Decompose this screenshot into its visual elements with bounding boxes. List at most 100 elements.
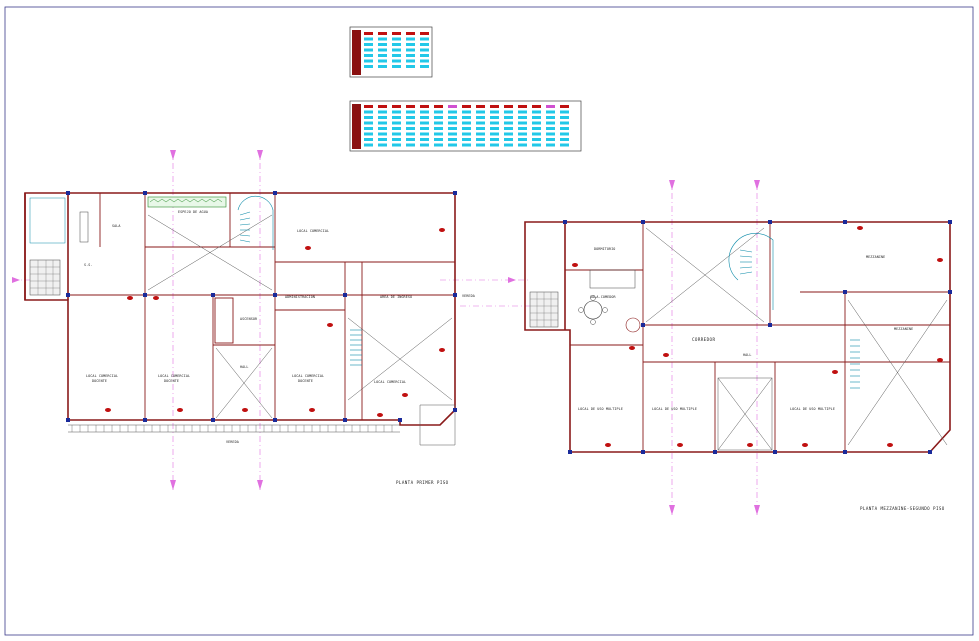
schedule-cell — [560, 116, 569, 119]
label-local-m3: LOCAL DE USO MULTIPLE — [790, 407, 835, 411]
column-marker — [273, 418, 277, 422]
schedule-cell — [490, 143, 499, 147]
schedule-cell — [378, 138, 387, 141]
door-marker — [105, 408, 111, 412]
schedule-cell — [504, 105, 513, 108]
column-marker — [928, 450, 932, 454]
schedule-cell — [476, 127, 485, 130]
schedule-cell — [546, 127, 555, 130]
schedule-cell — [364, 116, 373, 119]
schedule-cell — [504, 132, 513, 136]
plan-mezz-title: PLANTA MEZZANINE-SEGUNDO PISO — [860, 506, 945, 511]
schedule-cell — [420, 54, 429, 57]
schedule-cell — [378, 43, 387, 46]
schedule-cell — [518, 105, 527, 108]
column-marker — [273, 191, 277, 195]
schedule-cell — [392, 127, 401, 130]
column-marker — [343, 293, 347, 297]
schedule-cell — [392, 143, 401, 147]
door-marker — [857, 226, 863, 230]
schedule-cell — [364, 65, 373, 68]
label-local-m1: LOCAL DE USO MULTIPLE — [578, 407, 623, 411]
schedule-cell — [546, 116, 555, 119]
schedule-cell — [448, 121, 457, 125]
label-ascensor: ASCENSOR — [240, 317, 258, 321]
schedule-cell — [378, 110, 387, 114]
column-marker — [398, 418, 402, 422]
schedule-cell — [546, 121, 555, 125]
label-area-ingreso: AREA DE INGRESO — [380, 295, 412, 299]
schedule-cell — [504, 110, 513, 114]
schedule-cell — [434, 132, 443, 136]
schedule-cell — [490, 138, 499, 141]
schedule-cell — [560, 132, 569, 136]
label-mezzanine-2: MEZZANINE — [894, 327, 913, 331]
column-marker — [773, 450, 777, 454]
schedule-cell — [532, 143, 541, 147]
door-marker — [439, 228, 445, 232]
schedule-cell — [406, 121, 415, 125]
schedule-cell — [532, 121, 541, 125]
label-local-1: LOCAL COMERCIAL — [297, 229, 329, 233]
column-marker — [453, 293, 457, 297]
door-marker — [887, 443, 893, 447]
schedule-cell — [392, 105, 401, 108]
label-local-c2-sub: DOCENTE — [164, 379, 179, 383]
schedule-cell — [378, 59, 387, 63]
label-corredor: CORREDOR — [692, 337, 715, 342]
schedule-cell — [364, 105, 373, 108]
door-marker — [677, 443, 683, 447]
schedule-cell — [406, 43, 415, 46]
schedule-cell — [434, 143, 443, 147]
door-marker — [663, 353, 669, 357]
schedule-cell — [420, 121, 429, 125]
column-marker — [143, 191, 147, 195]
schedule-cell — [518, 110, 527, 114]
schedule-cell — [420, 65, 429, 68]
label-admin: ADMINISTRACION — [285, 295, 315, 299]
label-vereda-1: VEREDA — [226, 440, 239, 444]
column-marker — [66, 418, 70, 422]
schedule-cell — [378, 54, 387, 57]
schedule-cell — [546, 138, 555, 141]
schedule-cell — [490, 110, 499, 114]
schedule-cell — [546, 105, 555, 108]
schedule-cell — [420, 138, 429, 141]
door-marker — [937, 358, 943, 362]
schedule-cell — [476, 138, 485, 141]
schedule-cell — [490, 121, 499, 125]
column-marker — [66, 293, 70, 297]
schedule-cell — [420, 59, 429, 63]
schedule-cell — [420, 143, 429, 147]
column-marker — [948, 220, 952, 224]
column-marker — [143, 293, 147, 297]
column-marker — [211, 293, 215, 297]
floor-plan-first: SALA ESPEJO DE AGUA S.S. LOCAL COMERCIAL… — [24, 191, 475, 485]
door-marker — [127, 296, 133, 300]
schedule-cell — [462, 127, 471, 130]
schedule-cell — [364, 59, 373, 63]
schedule-cell — [392, 59, 401, 63]
schedule-cell — [504, 116, 513, 119]
schedule-cell — [406, 59, 415, 63]
schedule-cell — [546, 110, 555, 114]
schedule-cell — [420, 32, 429, 35]
schedule-cell — [420, 37, 429, 41]
schedule-cell — [378, 143, 387, 147]
door-marker — [327, 323, 333, 327]
schedule-cell — [420, 48, 429, 52]
label-sala-comedor: SALA-COMEDOR — [590, 295, 617, 299]
schedule-cell — [462, 138, 471, 141]
schedule-cell — [378, 121, 387, 125]
schedule-cell — [532, 110, 541, 114]
schedule-cell — [462, 121, 471, 125]
column-marker — [713, 450, 717, 454]
label-hall: HALL — [240, 365, 249, 369]
schedule-cell — [406, 65, 415, 68]
schedule-cell — [546, 132, 555, 136]
column-marker — [453, 191, 457, 195]
label-local-c1-sub: DOCENTE — [92, 379, 107, 383]
schedule-cell — [392, 116, 401, 119]
schedule-cell — [434, 105, 443, 108]
schedule-cell — [518, 143, 527, 147]
